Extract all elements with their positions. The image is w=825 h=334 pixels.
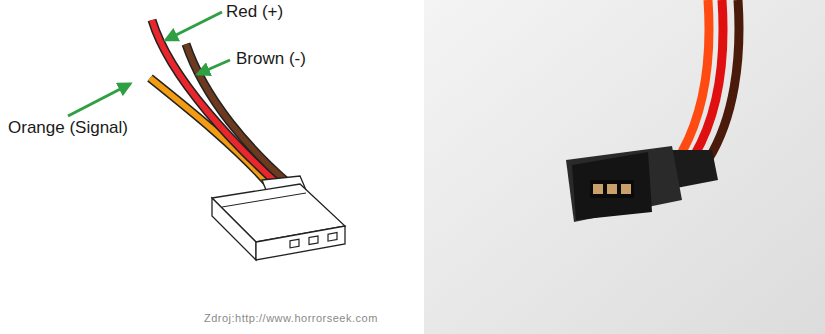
pin-hole [607, 184, 617, 194]
connector-front [256, 226, 345, 260]
photo-background [424, 0, 825, 334]
connector-edge [222, 193, 306, 207]
pointer-arrow [166, 12, 222, 40]
pointer-arrow [198, 60, 230, 74]
connector-front [572, 152, 652, 220]
source-note: Zdroj:http://www.horrorseek.com [204, 313, 378, 324]
pin-hole [621, 184, 631, 194]
wire-label: Red (+) [226, 3, 283, 20]
pointer-arrow [68, 84, 130, 116]
wire-label: Orange (Signal) [8, 119, 128, 136]
pin-hole [593, 184, 603, 194]
brown-wire [708, 0, 739, 160]
connector-top [566, 146, 682, 222]
pin-hole [328, 233, 337, 242]
wire-label: Brown (-) [236, 50, 306, 67]
connector-side [212, 198, 256, 260]
pin-hole [290, 239, 299, 248]
connector-recess [590, 180, 634, 198]
pin-hole [309, 236, 318, 245]
